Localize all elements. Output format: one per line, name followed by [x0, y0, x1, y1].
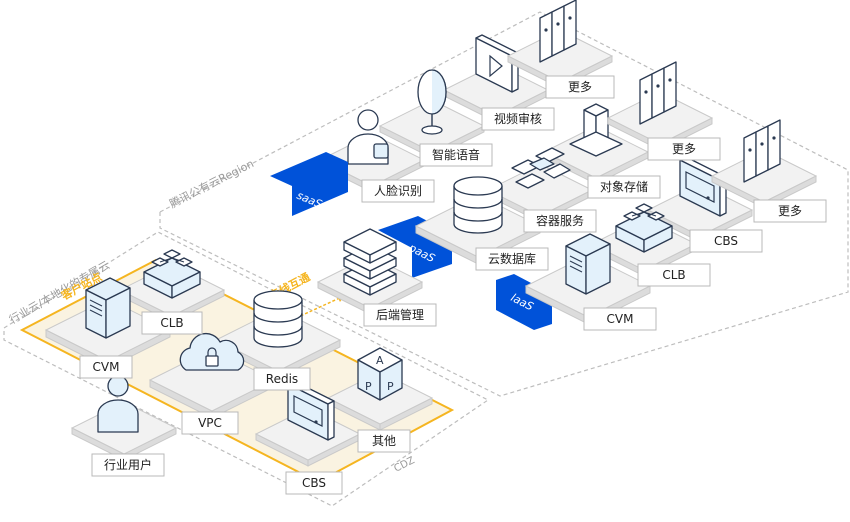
- more-services-node-1[interactable]: [507, 0, 613, 89]
- svg-text:CVM: CVM: [93, 360, 120, 374]
- svg-text:智能语音: 智能语音: [432, 147, 480, 162]
- svg-text:Redis: Redis: [266, 372, 298, 386]
- stack-icon: [343, 228, 397, 296]
- svg-text:更多: 更多: [568, 80, 592, 94]
- svg-text:VPC: VPC: [198, 416, 222, 430]
- container-icon: [511, 147, 571, 189]
- svg-text:容器服务: 容器服务: [536, 213, 584, 228]
- svg-text:人脸识别: 人脸识别: [374, 184, 422, 198]
- label-cvm-cloud: CVM: [583, 307, 657, 331]
- svg-text:后端管理: 后端管理: [376, 307, 424, 322]
- label-more3: 更多: [753, 199, 827, 223]
- label-clb-local: CLB: [141, 311, 203, 335]
- user-icon: [97, 375, 139, 433]
- label-backend: 后端管理: [363, 303, 437, 327]
- svg-text:行业用户: 行业用户: [104, 457, 152, 472]
- label-cvm-local: CVM: [79, 355, 133, 379]
- more-services-node-2[interactable]: [607, 61, 713, 151]
- database-icon: [453, 176, 503, 234]
- svg-text:P: P: [387, 380, 394, 393]
- label-cbs-cloud: CBS: [689, 229, 763, 253]
- label-vpc: VPC: [181, 411, 239, 435]
- more-services-node-3[interactable]: [711, 119, 817, 209]
- svg-text:A: A: [376, 354, 384, 367]
- label-container: 容器服务: [523, 209, 597, 233]
- person-scan-icon: [347, 109, 389, 165]
- database-icon: [253, 290, 303, 348]
- label-cbs-local: CBS: [285, 471, 343, 495]
- svg-text:其他: 其他: [372, 434, 396, 448]
- cloud-lock-icon: [179, 333, 245, 371]
- cloud-region-label: 腾讯公有云Region: [167, 156, 256, 211]
- label-clb-cloud: CLB: [637, 263, 711, 287]
- container-service-node[interactable]: [487, 147, 593, 223]
- svg-text:CLB: CLB: [160, 316, 183, 330]
- svg-text:视频审核: 视频审核: [494, 111, 542, 126]
- svg-text:P: P: [365, 380, 372, 393]
- label-object-storage: 对象存储: [587, 175, 661, 199]
- svg-text:更多: 更多: [778, 204, 802, 218]
- label-database: 云数据库: [475, 247, 549, 271]
- label-app: 其他: [357, 429, 411, 453]
- label-user: 行业用户: [91, 453, 165, 477]
- label-more2: 更多: [647, 137, 721, 161]
- smart-voice-node[interactable]: [379, 69, 485, 159]
- industry-cloud-boundary: [3, 231, 490, 507]
- app-cube-icon: A P P: [357, 347, 403, 401]
- local-app-node[interactable]: A P P: [327, 347, 433, 431]
- svg-text:对象存储: 对象存储: [600, 179, 648, 194]
- cdz-label: CDZ: [392, 455, 416, 475]
- svg-text:更多: 更多: [672, 142, 696, 156]
- svg-text:CBS: CBS: [714, 234, 738, 248]
- svg-text:云数据库: 云数据库: [488, 251, 536, 266]
- server-icon: [565, 233, 611, 295]
- svg-text:CLB: CLB: [662, 268, 685, 282]
- svg-text:CBS: CBS: [302, 476, 326, 490]
- svg-text:CVM: CVM: [607, 312, 634, 326]
- server-icon: [85, 277, 131, 339]
- cloud-region-boundary: [159, 11, 849, 397]
- saas-layer-tag: saaS: [270, 152, 348, 216]
- face-recognition-node[interactable]: [319, 109, 425, 193]
- label-more1: 更多: [545, 75, 615, 99]
- building-icon: [569, 103, 623, 157]
- industry-user-node[interactable]: [71, 375, 177, 461]
- microphone-icon: [417, 69, 447, 135]
- label-face: 人脸识别: [361, 179, 435, 203]
- object-storage-node[interactable]: [543, 103, 649, 185]
- label-redis: Redis: [253, 367, 311, 391]
- label-video: 视频审核: [481, 107, 555, 131]
- label-voice: 智能语音: [419, 143, 493, 167]
- local-vpc-node[interactable]: [149, 333, 275, 419]
